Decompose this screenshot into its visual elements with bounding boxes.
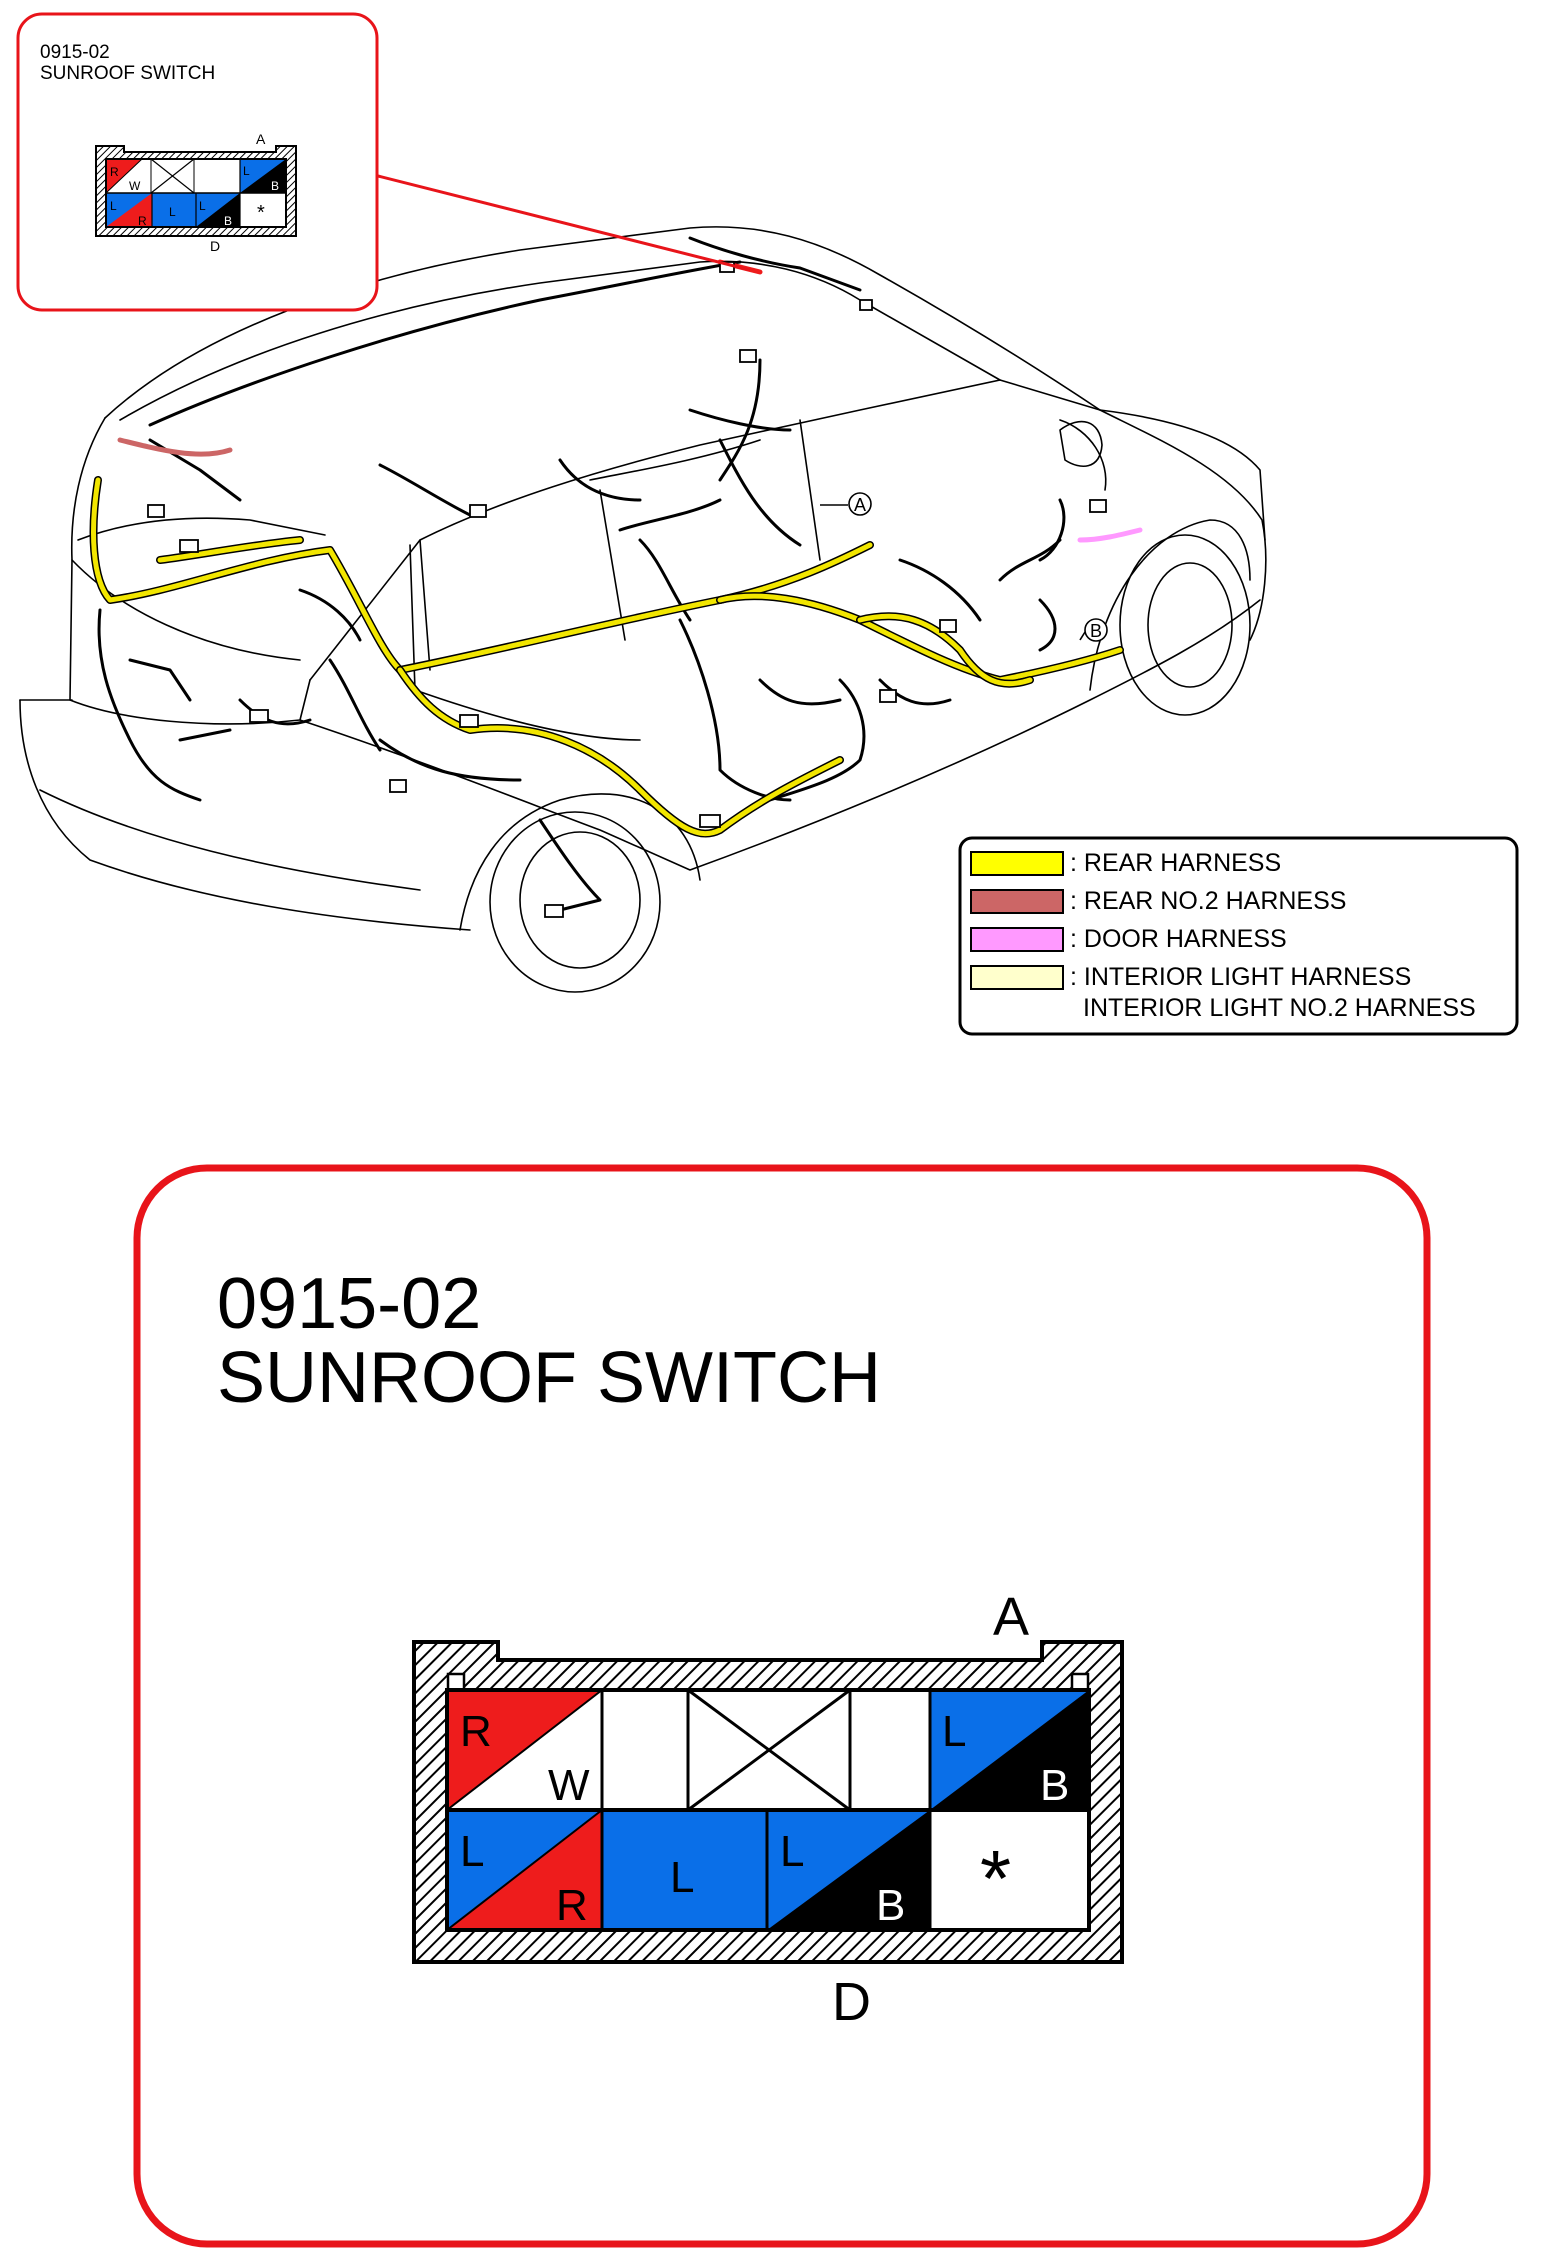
large-cell-r2c2: L <box>670 1853 694 1902</box>
harness-legend: : REAR HARNESS : REAR NO.2 HARNESS : DOO… <box>958 836 1519 1036</box>
small-cell-r1c3-top: L <box>243 164 250 178</box>
small-cell-r2c3-top: L <box>199 199 206 213</box>
door-harness <box>1077 527 1143 543</box>
vehicle-outline <box>19 226 1267 993</box>
large-cell-r2c1-bottom: R <box>556 1881 588 1930</box>
location-marker-a: A <box>820 492 872 516</box>
legend-label-rear-harness: : REAR HARNESS <box>1070 849 1281 877</box>
marker-b-label: B <box>1090 621 1102 641</box>
small-end-label-d: D <box>210 238 220 254</box>
large-cell-r1c1-bottom: W <box>548 1761 590 1810</box>
small-cell-r2c3-bottom: B <box>224 214 232 228</box>
small-callout-title: SUNROOF SWITCH <box>40 63 215 84</box>
large-callout-title: SUNROOF SWITCH <box>217 1338 881 1418</box>
rear-harness <box>89 476 1124 838</box>
large-cell-r2c1-top: L <box>460 1827 484 1876</box>
legend-item-interior-light-harness: : INTERIOR LIGHT HARNESS INTERIOR LIGHT … <box>970 963 1476 1022</box>
legend-label-interior-light-harness: : INTERIOR LIGHT HARNESS <box>1070 963 1411 991</box>
small-cell-r1c1-top: R <box>110 165 119 179</box>
legend-item-rear-harness: : REAR HARNESS <box>970 849 1281 877</box>
large-callout-code: 0915-02 <box>217 1264 481 1344</box>
legend-label-interior-light-no2-harness: INTERIOR LIGHT NO.2 HARNESS <box>1083 994 1476 1022</box>
large-cell-r1c1-top: R <box>460 1707 492 1756</box>
legend-label-rear-no2-harness: : REAR NO.2 HARNESS <box>1070 887 1346 915</box>
harness-routing <box>89 236 1143 912</box>
callout-leader-line <box>377 174 751 272</box>
large-cell-r2c4: * <box>980 1834 1011 1923</box>
legend-swatch <box>970 965 1064 990</box>
legend-swatch <box>970 889 1064 914</box>
small-callout: 0915-02 SUNROOF SWITCH <box>16 12 379 312</box>
legend-item-door-harness: : DOOR HARNESS <box>970 925 1287 953</box>
small-callout-code: 0915-02 <box>40 42 110 63</box>
harness-connectors <box>147 261 1107 918</box>
black-wires <box>97 236 1066 912</box>
legend-item-rear-no2-harness: : REAR NO.2 HARNESS <box>970 887 1346 915</box>
legend-label-door-harness: : DOOR HARNESS <box>1070 925 1287 953</box>
small-cell-r2c4: * <box>257 202 265 224</box>
large-cell-r1c3-bottom: B <box>1040 1761 1069 1810</box>
rear-no2-harness <box>117 437 233 457</box>
small-cell-r2c1-top: L <box>110 199 117 213</box>
small-cell-r1c3-bottom: B <box>271 179 279 193</box>
small-cell-r2c1-bottom: R <box>138 214 147 228</box>
legend-swatch <box>970 927 1064 952</box>
small-cell-r2c2: L <box>169 205 176 219</box>
large-cell-r1c3-top: L <box>942 1707 966 1756</box>
large-cell-r2c3-bottom: B <box>876 1881 905 1930</box>
large-callout: 0915-02 SUNROOF SWITCH <box>133 1164 1431 2248</box>
legend-swatch <box>970 851 1064 876</box>
small-end-label-a: A <box>256 131 266 147</box>
large-end-label-a: A <box>993 1587 1029 1647</box>
marker-a-label: A <box>854 495 866 515</box>
location-marker-b: B <box>1079 618 1108 642</box>
small-connector-face: R W L B L R L L B * A D <box>95 131 297 254</box>
large-end-label-d: D <box>832 1972 871 2032</box>
large-cell-r2c3-top: L <box>780 1827 804 1876</box>
large-connector-face: R W L B L R L L B * A D <box>412 1587 1124 2032</box>
small-cell-r1c1-bottom: W <box>129 179 141 193</box>
